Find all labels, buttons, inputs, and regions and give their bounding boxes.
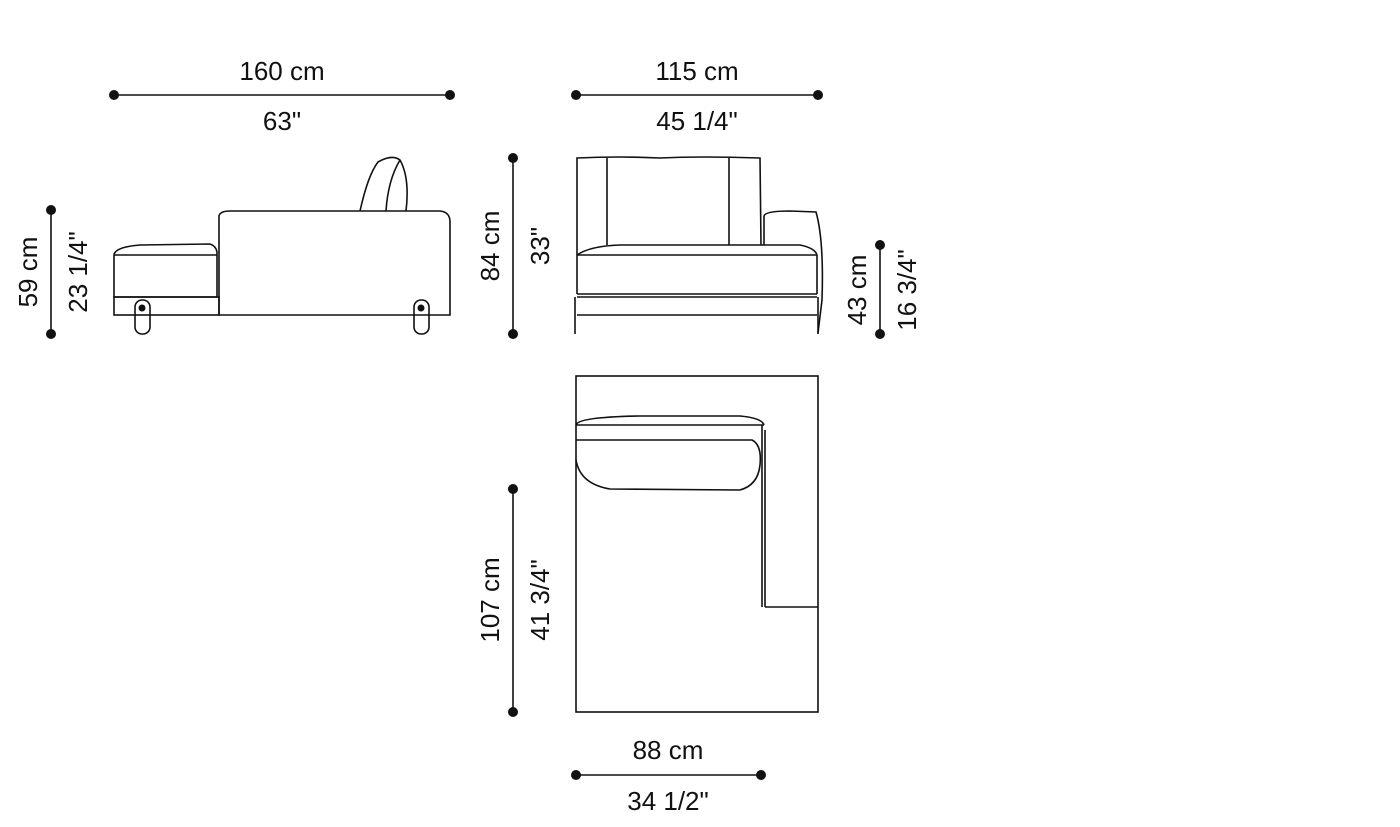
plan-width-metric: 88 cm bbox=[633, 735, 704, 765]
plan-depth-metric: 107 cm bbox=[475, 557, 505, 642]
front-height-imperial: 33" bbox=[525, 227, 555, 265]
seat-height-dimension: 43 cm 16 3/4" bbox=[842, 240, 922, 339]
seat-height-imperial: 16 3/4" bbox=[892, 249, 922, 331]
plan-width-imperial: 34 1/2" bbox=[627, 786, 709, 816]
front-width-metric: 115 cm bbox=[655, 56, 738, 86]
seat-height-metric: 43 cm bbox=[842, 255, 872, 326]
side-width-metric: 160 cm bbox=[239, 56, 324, 86]
front-view-sofa bbox=[574, 156, 824, 334]
side-height-imperial: 23 1/4" bbox=[63, 231, 93, 313]
plan-depth-imperial: 41 3/4" bbox=[525, 559, 555, 641]
plan-view-sofa bbox=[575, 375, 819, 713]
plan-width-dimension: 88 cm 34 1/2" bbox=[571, 735, 766, 816]
front-height-dimension: 84 cm 33" bbox=[475, 153, 555, 339]
side-view-sofa bbox=[113, 156, 451, 335]
front-height-metric: 84 cm bbox=[475, 211, 505, 282]
side-width-dimension: 160 cm 63" bbox=[109, 56, 455, 136]
side-height-metric: 59 cm bbox=[13, 237, 43, 308]
front-width-imperial: 45 1/4" bbox=[656, 106, 738, 136]
side-height-dimension: 59 cm 23 1/4" bbox=[13, 205, 93, 339]
side-width-imperial: 63" bbox=[263, 106, 301, 136]
front-width-dimension: 115 cm 45 1/4" bbox=[571, 56, 823, 136]
plan-depth-dimension: 107 cm 41 3/4" bbox=[475, 484, 555, 717]
